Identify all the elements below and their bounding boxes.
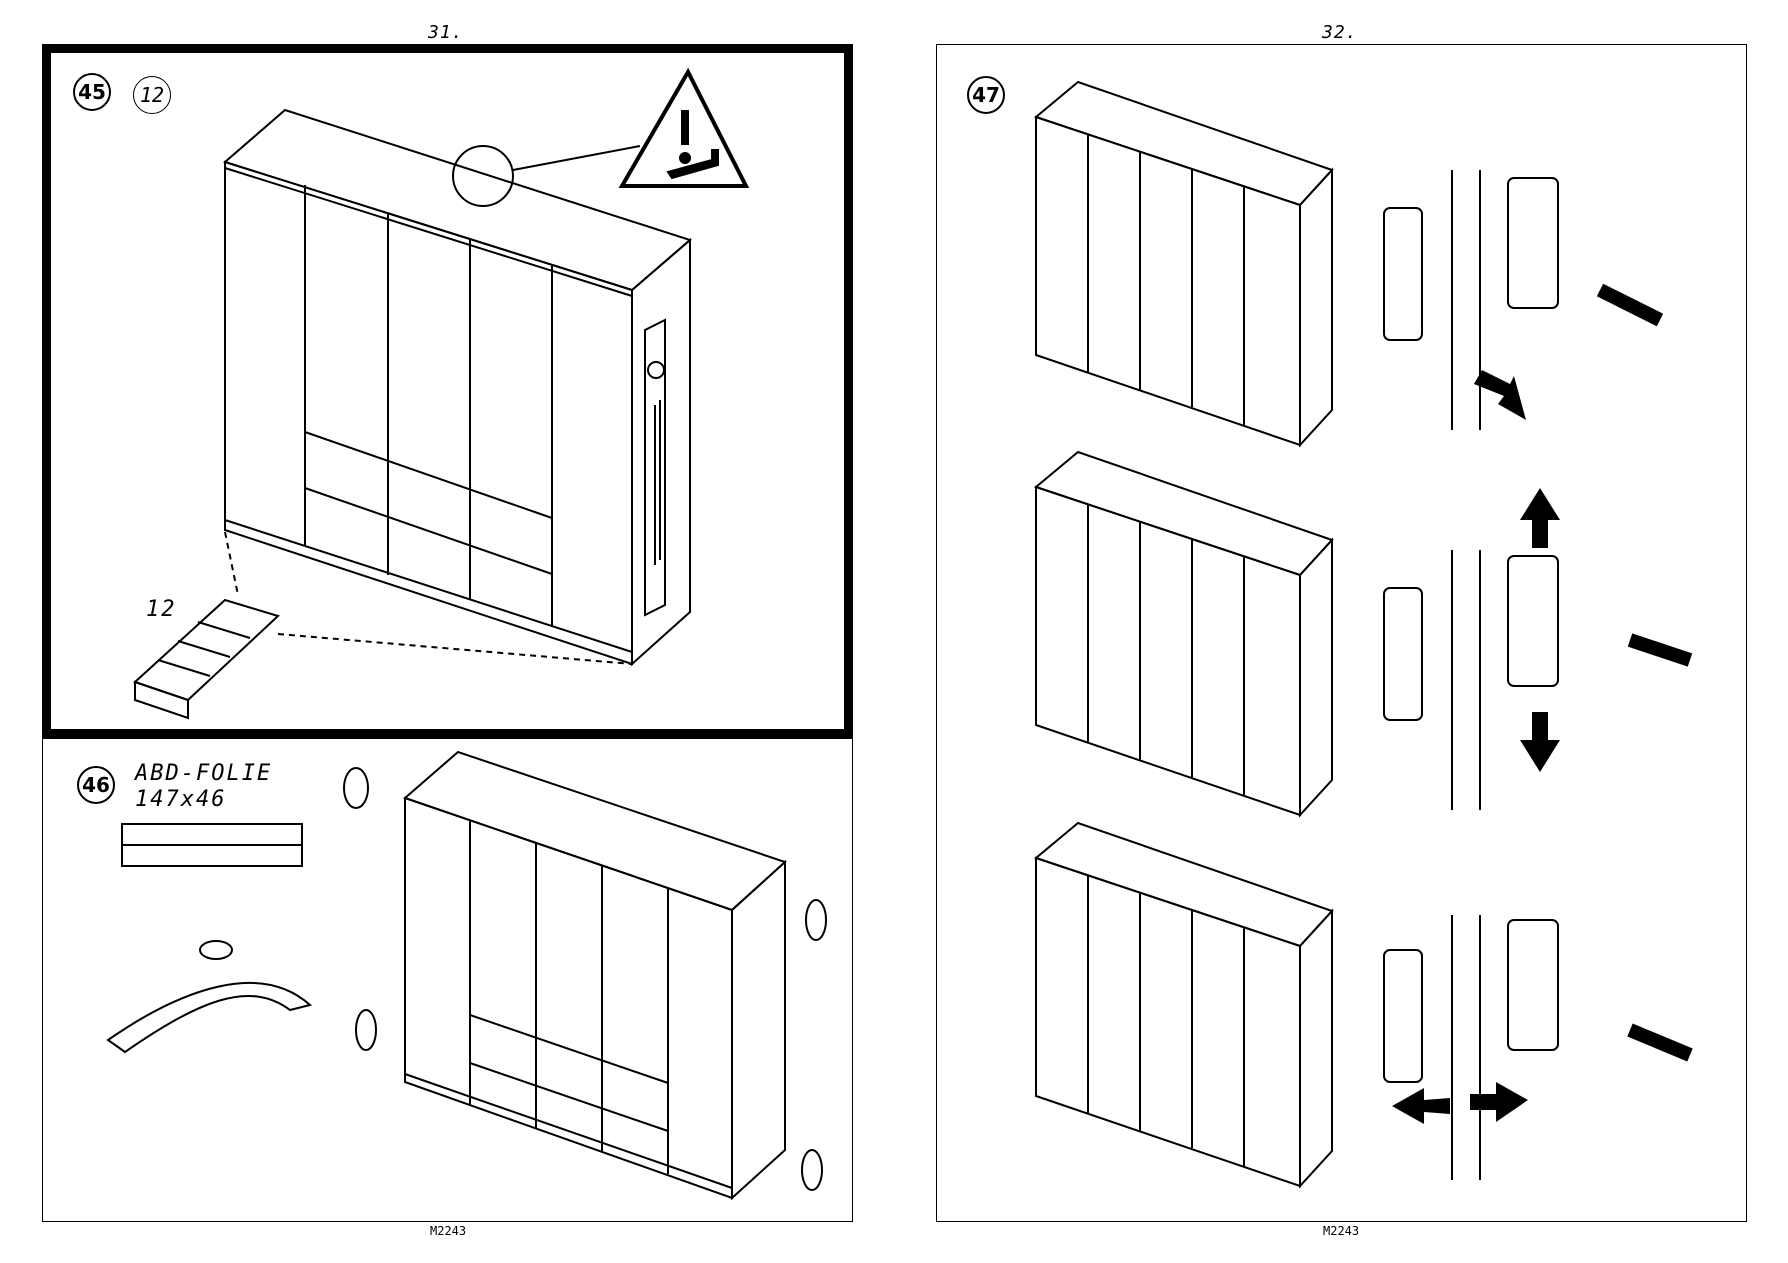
screwdriver-icon [1600, 290, 1690, 1055]
arrows [1392, 370, 1560, 1124]
hinge-icon [1384, 170, 1558, 1180]
spacer-blocks [135, 600, 278, 718]
wardrobe-step-46 [405, 752, 785, 1198]
peeling-sheet [108, 983, 310, 1052]
wardrobe-step-47c [1036, 823, 1332, 1186]
wardrobe-step-47b [1036, 452, 1332, 815]
wardrobe-step-47a [1036, 82, 1332, 445]
wall-strip [645, 320, 665, 615]
adhesive-sheet [122, 824, 302, 866]
wall-bracket-icon [668, 150, 718, 178]
detail-circle [453, 146, 513, 206]
